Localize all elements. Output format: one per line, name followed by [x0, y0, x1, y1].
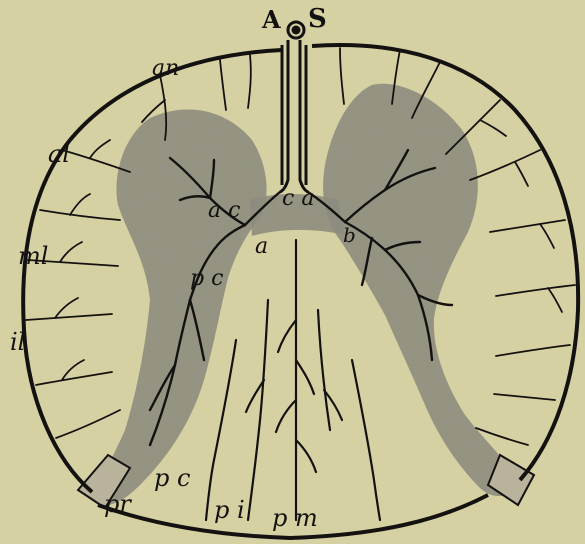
posterior-septum-vessels: [206, 240, 380, 520]
label-a: a: [255, 236, 268, 258]
label-pi: p i: [214, 498, 245, 522]
label-pc-lower: p c: [154, 466, 190, 490]
label-b: b: [343, 225, 356, 245]
label-A: A: [262, 8, 281, 32]
label-al: al: [48, 142, 70, 166]
gray-matter: [98, 84, 522, 506]
label-ac: a c: [208, 200, 240, 222]
label-il: il: [10, 330, 25, 354]
label-S: S: [308, 6, 327, 32]
label-pr: pr: [104, 492, 131, 516]
label-pc-upper: p c: [190, 268, 223, 290]
label-an: an: [152, 58, 179, 80]
label-pm: p m: [272, 506, 318, 530]
label-ml: ml: [18, 244, 48, 268]
anterior-fissure: [280, 22, 308, 192]
label-ca: c a: [282, 188, 314, 210]
